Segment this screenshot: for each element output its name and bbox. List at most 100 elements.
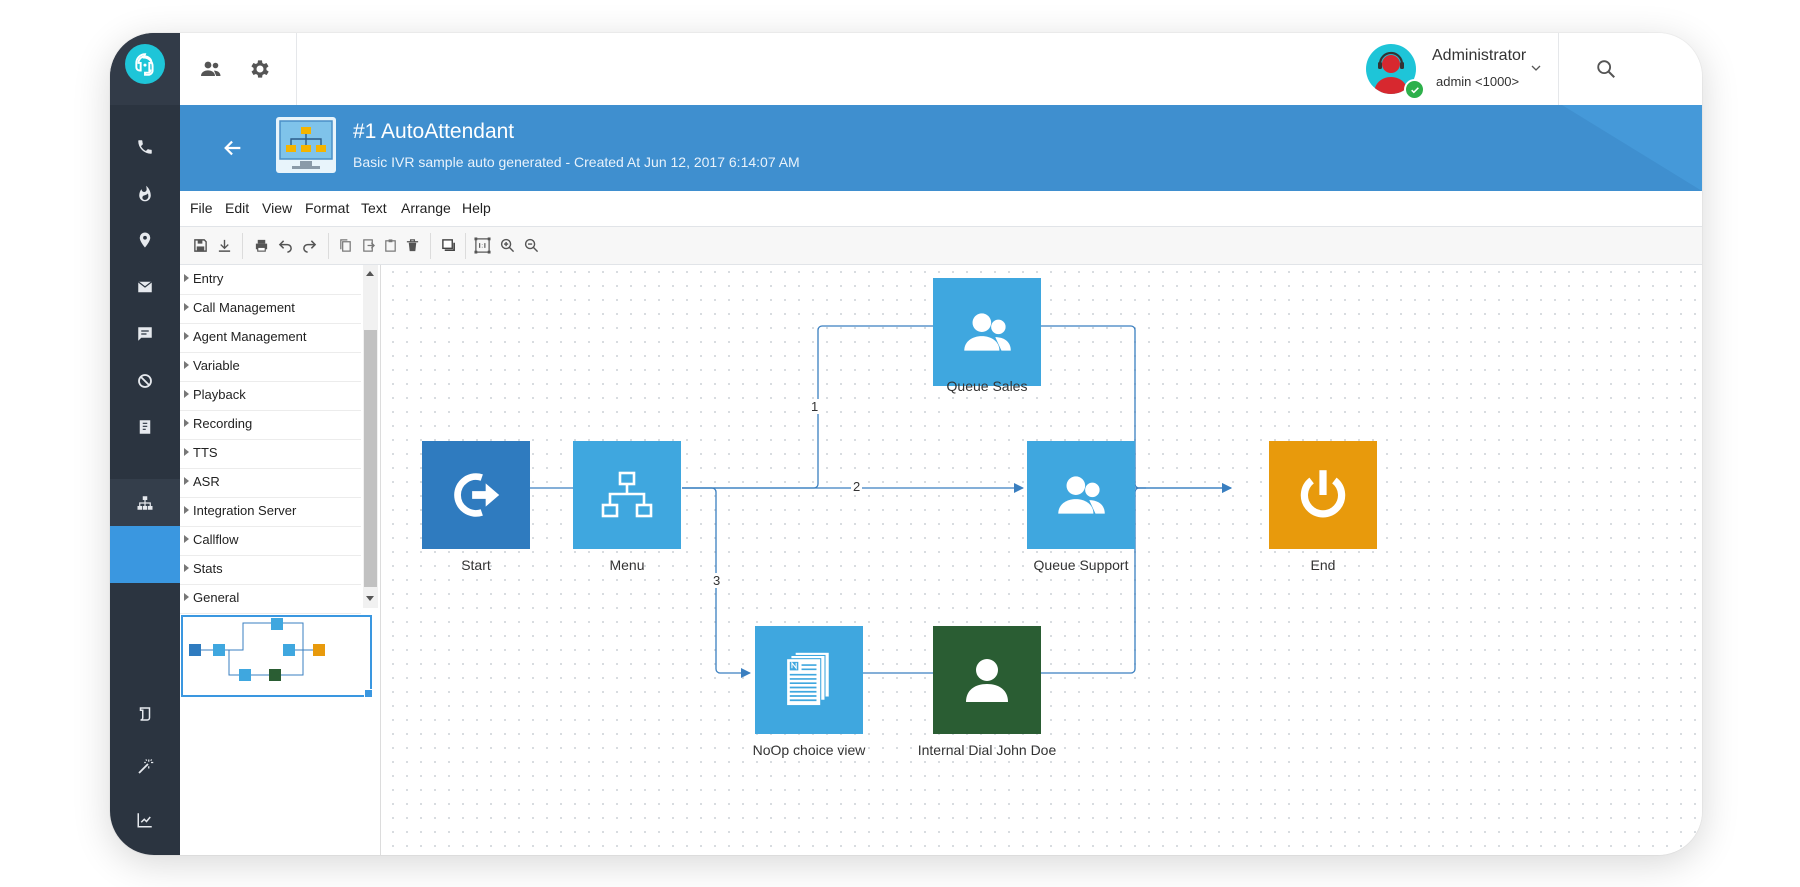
book-icon[interactable]: [110, 407, 180, 447]
fire-icon[interactable]: [110, 174, 180, 214]
phone-icon[interactable]: [110, 127, 180, 167]
search-icon[interactable]: [1590, 53, 1622, 85]
menu-format[interactable]: Format: [305, 200, 350, 216]
palette-label: Callflow: [193, 532, 239, 547]
palette-label: Call Management: [193, 300, 295, 315]
palette-label: Stats: [193, 561, 223, 576]
palette-label: Entry: [193, 271, 224, 286]
node-start[interactable]: [422, 441, 530, 549]
undo-icon[interactable]: [276, 236, 294, 254]
chat-icon[interactable]: [110, 314, 180, 354]
menu-text[interactable]: Text: [361, 200, 387, 216]
node-end[interactable]: [1269, 441, 1377, 549]
headset-icon[interactable]: [125, 44, 165, 84]
scroll-down-icon[interactable]: [366, 596, 374, 601]
users-icon: [964, 313, 1011, 351]
toolbar-separator: [465, 233, 466, 259]
palette-label: Agent Management: [193, 329, 307, 344]
menu-file[interactable]: File: [190, 200, 213, 216]
page-subtitle: Basic IVR sample auto generated - Create…: [353, 154, 800, 170]
copy-icon[interactable]: [336, 236, 354, 254]
menu-help[interactable]: Help: [462, 200, 491, 216]
users-icon[interactable]: [193, 51, 229, 87]
scroll-icon[interactable]: [110, 694, 180, 734]
palette-playback[interactable]: Playback: [180, 381, 361, 411]
menu-view[interactable]: View: [262, 200, 293, 216]
save-icon[interactable]: [191, 236, 209, 254]
location-icon[interactable]: [110, 220, 180, 260]
scroll-up-icon[interactable]: [366, 271, 374, 276]
zoom-out-icon[interactable]: [522, 236, 540, 254]
avatar[interactable]: [1366, 44, 1416, 94]
palette-agent-management[interactable]: Agent Management: [180, 323, 361, 353]
toolbar-separator: [430, 233, 431, 259]
minimap-resize-handle[interactable]: [364, 689, 373, 698]
node-label-end: End: [1310, 557, 1336, 573]
trash-icon[interactable]: [403, 236, 421, 254]
sitemap-icon: [601, 471, 653, 518]
logo-area: [110, 33, 180, 105]
back-arrow-icon[interactable]: [218, 133, 248, 163]
sign-in-icon: [454, 473, 500, 517]
toolbar-separator: [328, 233, 329, 259]
document-stack-icon: [786, 651, 830, 707]
edge-dial-end: [1036, 487, 1146, 674]
palette-call-management[interactable]: Call Management: [180, 294, 361, 324]
palette-label: General: [193, 590, 240, 605]
shadow-icon[interactable]: [439, 236, 457, 254]
palette-label: Playback: [193, 387, 246, 402]
chevron-down-icon[interactable]: [1530, 61, 1542, 73]
paste-icon[interactable]: [381, 236, 399, 254]
node-internal-dial[interactable]: [933, 626, 1041, 734]
gear-icon[interactable]: [242, 51, 278, 87]
edge-label-1: 1: [809, 399, 821, 414]
node-queue-support[interactable]: [1027, 441, 1135, 549]
page-header-banner: #1 AutoAttendant Basic IVR sample auto g…: [180, 105, 1702, 191]
magic-wand-icon[interactable]: [110, 747, 180, 787]
actual-size-icon[interactable]: [473, 236, 491, 254]
user-extension: admin <1000>: [1436, 74, 1520, 89]
toolbar: [180, 227, 1702, 265]
node-label-noop: NoOp choice view: [752, 742, 866, 758]
palette-asr[interactable]: ASR: [180, 468, 361, 498]
toolbar-separator: [242, 233, 243, 259]
topbar-divider-right: [1558, 33, 1559, 105]
node-label-menu: Menu: [609, 557, 645, 573]
palette-variable[interactable]: Variable: [180, 352, 361, 382]
menu-arrange[interactable]: Arrange: [401, 200, 451, 216]
zoom-in-icon[interactable]: [498, 236, 516, 254]
sitemap-icon[interactable]: [110, 483, 180, 523]
node-label-internal-dial: Internal Dial John Doe: [917, 742, 1057, 758]
palette-stats[interactable]: Stats: [180, 555, 361, 585]
palette-recording[interactable]: Recording: [180, 410, 361, 440]
palette-general[interactable]: General: [180, 584, 361, 614]
palette-callflow[interactable]: Callflow: [180, 526, 361, 556]
node-noop-choice-view[interactable]: [755, 626, 863, 734]
block-icon[interactable]: [110, 361, 180, 401]
palette-entry[interactable]: Entry: [180, 265, 361, 295]
nav-active-indicator: [110, 526, 180, 583]
online-status-icon: [1404, 79, 1425, 100]
shape-palette: Entry Call Management Agent Management V…: [180, 265, 381, 855]
cut-icon[interactable]: [359, 236, 377, 254]
palette-label: Integration Server: [193, 503, 297, 518]
node-queue-sales[interactable]: [933, 278, 1041, 386]
menu-bar: File Edit View Format Text Arrange Help: [180, 191, 1702, 227]
mail-icon[interactable]: [110, 267, 180, 307]
user-name[interactable]: Administrator: [1432, 47, 1527, 64]
diagram-minimap[interactable]: [181, 615, 372, 697]
diagram-canvas[interactable]: 1 2 3 Start Menu Queue Sales Queue Suppo…: [386, 265, 1702, 855]
redo-icon[interactable]: [300, 236, 318, 254]
node-menu[interactable]: [573, 441, 681, 549]
palette-scrollbar-thumb[interactable]: [364, 330, 377, 587]
print-icon[interactable]: [252, 236, 270, 254]
chart-line-icon[interactable]: [110, 800, 180, 840]
palette-integration-server[interactable]: Integration Server: [180, 497, 361, 527]
app-window: Administrator admin <1000> #1 AutoAttend…: [110, 33, 1702, 855]
palette-tts[interactable]: TTS: [180, 439, 361, 469]
ivr-flow-icon: [276, 117, 336, 173]
palette-label: Variable: [193, 358, 240, 373]
menu-edit[interactable]: Edit: [225, 200, 250, 216]
page-title: #1 AutoAttendant: [353, 120, 515, 143]
download-icon[interactable]: [215, 236, 233, 254]
